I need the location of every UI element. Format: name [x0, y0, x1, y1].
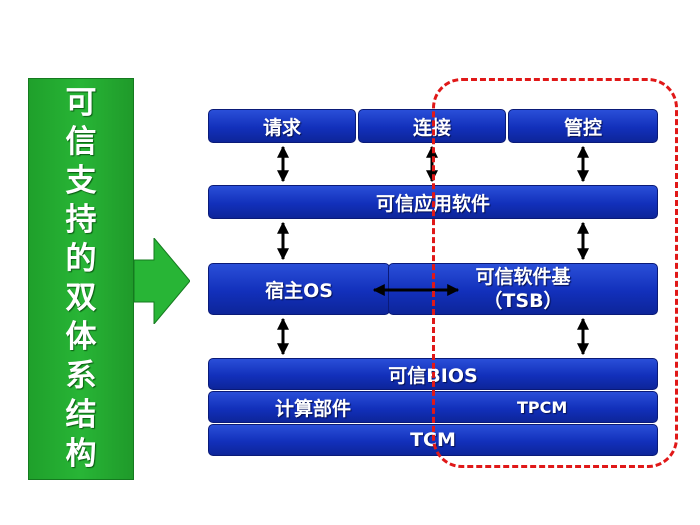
tpcm-label: TPCM: [517, 397, 568, 417]
title-char: 可: [65, 85, 97, 121]
request-label: 请求: [262, 116, 301, 139]
pointer-arrow-icon: [134, 238, 190, 324]
title-char: 双: [65, 280, 97, 316]
title-char: 构: [65, 436, 97, 472]
vertical-title: 可 信 支 持 的 双 体 系 结 构: [28, 78, 134, 480]
title-char: 持: [65, 202, 97, 238]
connect-label: 连接: [412, 116, 451, 139]
request-box: 请求: [208, 109, 356, 143]
host-os-label: 宿主OS: [265, 279, 333, 302]
title-char: 信: [65, 124, 97, 160]
title-char: 体: [65, 319, 97, 355]
title-char: 的: [65, 241, 97, 277]
control-box: 管控: [508, 109, 658, 143]
compute-label: 计算部件: [275, 397, 352, 420]
tsb-label-line1: 可信软件基: [475, 266, 571, 288]
host-os-box: 宿主OS: [208, 263, 390, 315]
title-char: 支: [65, 163, 97, 199]
control-label: 管控: [563, 116, 602, 139]
tsb-label-line2: （TSB）: [483, 290, 563, 312]
trusted-region-highlight: [432, 78, 678, 468]
title-char: 系: [65, 358, 97, 394]
title-char: 结: [65, 397, 97, 433]
